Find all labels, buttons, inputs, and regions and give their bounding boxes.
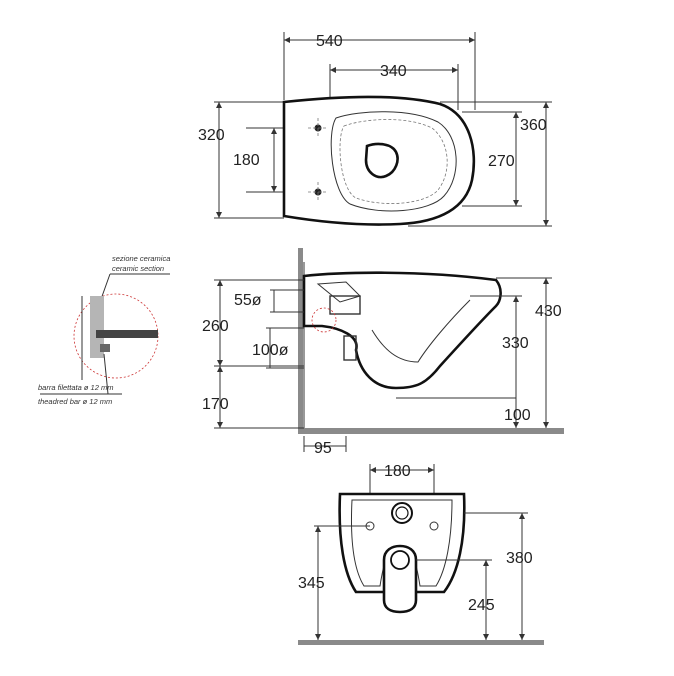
side-view: 260 170 55ø 100ø 95 430 330 100 <box>202 248 564 457</box>
dim-180-rear: 180 <box>384 463 411 480</box>
dim-540: 540 <box>316 33 343 50</box>
dim-360: 360 <box>520 117 547 134</box>
dim-180-top: 180 <box>233 152 260 169</box>
dim-170: 170 <box>202 396 229 413</box>
dim-380: 380 <box>506 550 533 567</box>
dim-270: 270 <box>488 153 515 170</box>
note-bar: theadred bar ø 12 mm <box>38 397 112 406</box>
dim-340: 340 <box>380 63 407 80</box>
rear-view: 180 345 380 245 <box>298 463 544 645</box>
ceramic-section-detail: sezione ceramica ceramic section barra f… <box>38 254 170 406</box>
rear-floor <box>298 640 544 645</box>
floor <box>298 428 564 434</box>
dim-95: 95 <box>314 440 332 457</box>
note-section: ceramic section <box>112 264 164 273</box>
dim-345: 345 <box>298 575 325 592</box>
dim-320: 320 <box>198 127 225 144</box>
dim-100-diameter: 100ø <box>252 342 289 359</box>
top-view: 540 340 320 180 <box>198 32 552 227</box>
dim-245: 245 <box>468 597 495 614</box>
note-barra: barra filettata ø 12 mm <box>38 383 113 392</box>
dim-260: 260 <box>202 318 229 335</box>
dim-430: 430 <box>535 303 562 320</box>
dim-100: 100 <box>504 407 531 424</box>
dim-55: 55ø <box>234 292 262 309</box>
dim-330: 330 <box>502 335 529 352</box>
wall <box>298 248 303 434</box>
note-sezione: sezione ceramica <box>112 254 170 263</box>
